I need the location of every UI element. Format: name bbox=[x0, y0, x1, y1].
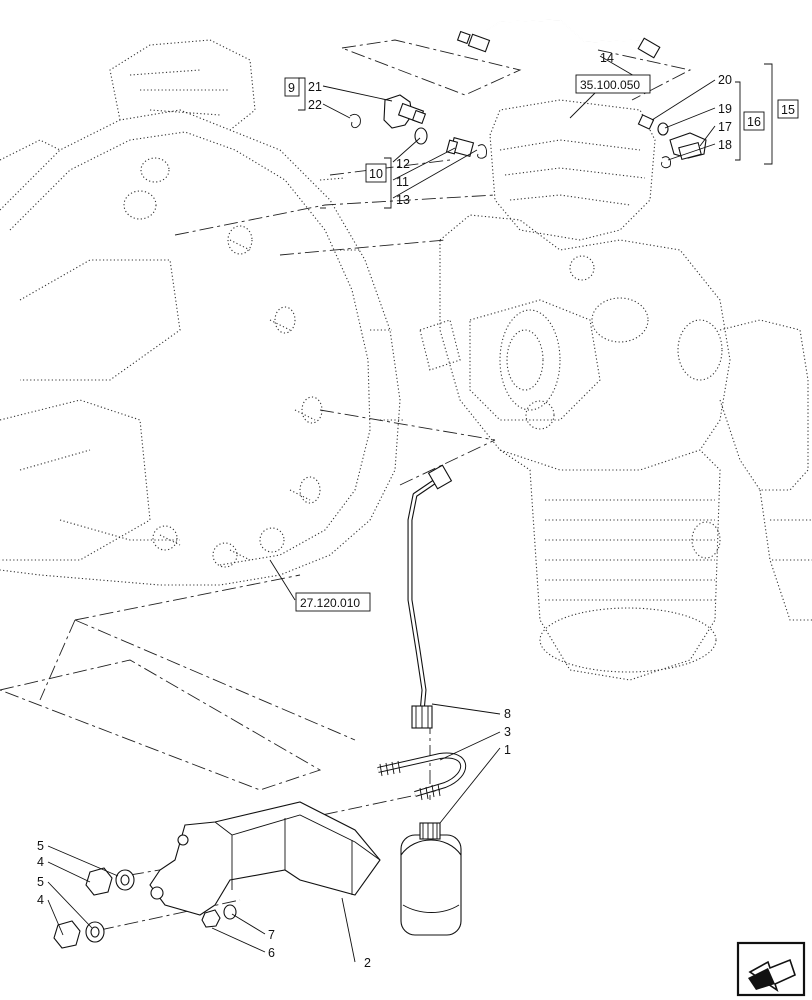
callout-4-upper[interactable]: 4 bbox=[37, 855, 44, 869]
callout-11[interactable]: 11 bbox=[396, 175, 409, 189]
callout-21[interactable]: 21 bbox=[308, 80, 322, 94]
next-page-arrow-icon[interactable] bbox=[736, 941, 806, 997]
callout-8[interactable]: 8 bbox=[504, 707, 511, 721]
transmission-housing bbox=[0, 39, 405, 586]
callout-box-10 bbox=[365, 163, 387, 183]
callout-4-lower[interactable]: 4 bbox=[37, 893, 44, 907]
bracket-2 bbox=[149, 801, 381, 916]
u-bolt-3 bbox=[377, 752, 467, 801]
pipe-8 bbox=[407, 464, 453, 729]
callout-15[interactable]: 15 bbox=[781, 103, 795, 117]
filter-1 bbox=[400, 822, 462, 936]
leader-lines bbox=[47, 55, 716, 963]
callout-22[interactable]: 22 bbox=[308, 98, 322, 112]
fasteners bbox=[53, 867, 237, 949]
fittings-top bbox=[349, 94, 707, 169]
callout-5-lower[interactable]: 5 bbox=[37, 875, 44, 889]
callout-16[interactable]: 16 bbox=[747, 115, 761, 129]
callout-2[interactable]: 2 bbox=[364, 956, 371, 970]
callout-18[interactable]: 18 bbox=[718, 138, 732, 152]
callout-box-16 bbox=[743, 111, 765, 131]
callout-box-15 bbox=[777, 99, 799, 119]
callout-13[interactable]: 13 bbox=[396, 193, 410, 207]
callout-10[interactable]: 10 bbox=[369, 167, 383, 181]
callout-6[interactable]: 6 bbox=[268, 946, 275, 960]
group-brackets bbox=[298, 63, 773, 209]
ref-box-housing bbox=[295, 592, 371, 612]
hydraulic-tube-14 bbox=[456, 19, 661, 59]
ref-box-valve bbox=[575, 74, 651, 94]
callout-9[interactable]: 9 bbox=[288, 81, 295, 95]
assembly-lines bbox=[0, 39, 692, 931]
callout-19[interactable]: 19 bbox=[718, 102, 732, 116]
callout-box-9 bbox=[284, 77, 300, 97]
valve-and-filter-assembly bbox=[419, 99, 812, 681]
callout-1[interactable]: 1 bbox=[504, 743, 511, 757]
ref-housing-section[interactable]: 27.120.010 bbox=[300, 596, 360, 610]
callout-17[interactable]: 17 bbox=[718, 120, 732, 134]
callout-7[interactable]: 7 bbox=[268, 928, 275, 942]
ref-valve-section[interactable]: 35.100.050 bbox=[580, 78, 640, 92]
callout-3[interactable]: 3 bbox=[504, 725, 511, 739]
callout-12[interactable]: 12 bbox=[396, 157, 410, 171]
callout-5-upper[interactable]: 5 bbox=[37, 839, 44, 853]
callout-20[interactable]: 20 bbox=[718, 73, 732, 87]
callout-numbers: 9 21 22 10 12 11 13 14 35.100.050 20 19 … bbox=[37, 51, 799, 970]
callout-14[interactable]: 14 bbox=[600, 51, 614, 65]
